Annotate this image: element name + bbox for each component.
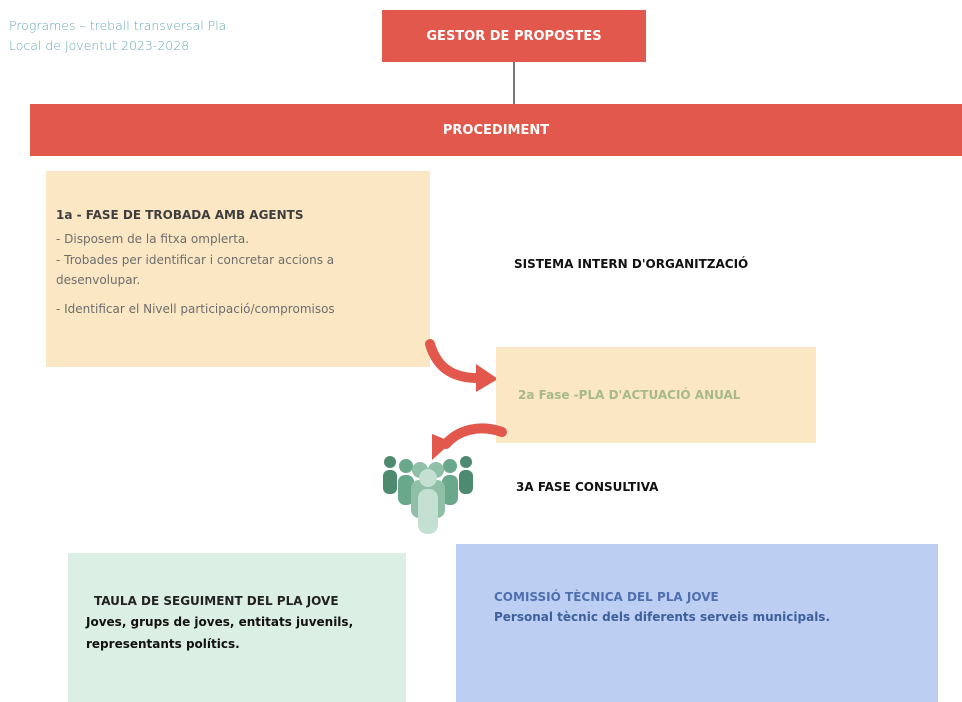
procediment-bar: PROCEDIMENT	[30, 104, 962, 156]
people-group-icon	[383, 456, 473, 534]
internal-system-label: SISTEMA INTERN D'ORGANITZACIÓ	[514, 257, 749, 271]
phase1-box	[46, 171, 430, 367]
phase1-item: - Trobades per identificar i concretar a…	[56, 253, 335, 287]
curved-arrow-icon	[432, 423, 507, 460]
phase3-label: 3A FASE CONSULTIVA	[516, 480, 659, 494]
phase2-box: 2a Fase -PLA D'ACTUACIÓ ANUAL	[496, 347, 816, 443]
comissio-description: Personal tècnic dels diferents serveis m…	[494, 610, 831, 624]
gestor-de-propostes-box: GESTOR DE PROPOSTES	[382, 10, 646, 62]
connector-line	[513, 62, 515, 104]
comissio-title: COMISSIÓ TÈCNICA DEL PLA JOVE	[494, 590, 719, 604]
phase1-item: - Identificar el Nivell participació/com…	[56, 302, 335, 316]
phase1-title: 1a - FASE DE TROBADA AMB AGENTS	[56, 208, 304, 222]
procediment-label: PROCEDIMENT	[442, 122, 550, 138]
phase1-item: - Disposem de la fitxa omplerta.	[56, 232, 250, 246]
taula-title: TAULA DE SEGUIMENT DEL PLA JOVE	[94, 594, 339, 608]
taula-box	[68, 553, 406, 702]
gestor-label: GESTOR DE PROPOSTES	[426, 28, 602, 44]
comissio-box	[456, 544, 938, 702]
header-caption: Programes – treball transversal Pla Loca…	[9, 18, 227, 53]
taula-description: Joves, grups de joves, entitats juvenils…	[86, 615, 354, 651]
phase2-label: 2a Fase -PLA D'ACTUACIÓ ANUAL	[518, 388, 741, 402]
curved-arrow-icon	[425, 339, 498, 392]
